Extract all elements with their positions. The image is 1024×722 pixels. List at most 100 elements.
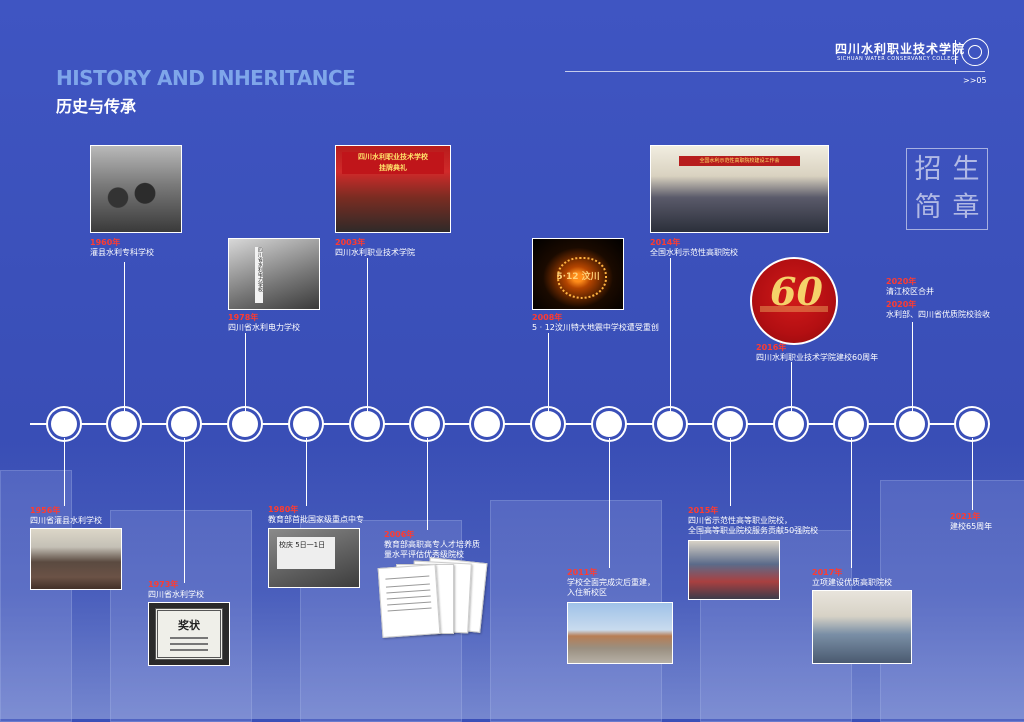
photo-2014: 全国水利示范性高职院校建设工作会 [650, 145, 829, 233]
connector-2015 [730, 438, 731, 506]
stamp-char: 章 [952, 192, 980, 223]
timeline-node-1960 [111, 411, 137, 437]
event-2016: 2016年 四川水利职业技术学院建校60周年 [756, 343, 878, 363]
event-text: 清江校区合并 [886, 287, 934, 296]
event-2014: 2014年 全国水利示范性高职院校 [650, 238, 738, 258]
admissions-stamp: 招 生 简 章 [906, 148, 988, 230]
photo-1978: 四川省水利电力学校 [228, 238, 320, 310]
certificate-title: 奖状 [178, 619, 200, 632]
connector-2008 [548, 333, 549, 412]
event-year: 2011年 [567, 568, 598, 577]
timeline-node-1956 [51, 411, 77, 437]
event-1980: 1980年 教育部首批国家级重点中专 [268, 505, 364, 525]
photo-1956 [30, 528, 122, 590]
event-2017: 2017年 立项建设优质高职院校 [812, 568, 892, 588]
event-year: 1960年 [90, 238, 121, 247]
connector-2016 [791, 362, 792, 412]
event-year: 2016年 [756, 343, 787, 352]
event-text: 水利部、四川省优质院校验收 [886, 310, 990, 319]
event-1978: 1978年 四川省水利电力学校 [228, 313, 300, 333]
event-year: 2014年 [650, 238, 681, 247]
event-1973: 1973年 四川省水利学校 [148, 580, 204, 600]
timeline-node-2017 [838, 411, 864, 437]
event-2008: 2008年 5 · 12汶川特大地震中学校遭受重创 [532, 313, 659, 333]
connector-2011 [609, 438, 610, 568]
stamp-char: 招 [914, 154, 942, 185]
event-year: 2003年 [335, 238, 366, 247]
timeline-node-1980 [293, 411, 319, 437]
photo-1973-certificate: 奖状 [148, 602, 230, 666]
connector-2006 [427, 438, 428, 530]
event-text-line1: 四川省示范性高等职业院校， [688, 516, 792, 525]
event-text: 建校65周年 [950, 522, 993, 531]
photo-2008-text: 5·12 汶川 [556, 272, 600, 282]
connector-1973 [184, 438, 185, 583]
event-text-line2: 全国高等职业院校服务贡献50强院校 [688, 526, 819, 535]
event-year: 2021年 [950, 512, 981, 521]
event-2003: 2003年 四川水利职业技术学院 [335, 238, 415, 258]
anniversary-60-logo: 60 [750, 257, 838, 345]
candle-heart-icon [557, 257, 607, 299]
photo-2003: 四川水利职业技术学校 挂牌典礼 [335, 145, 451, 233]
event-2020-merge: 2020年 清江校区合并 [886, 277, 934, 297]
photo-2008: 5·12 汶川 [532, 238, 624, 310]
event-year: 2015年 [688, 506, 719, 515]
photo-1960 [90, 145, 182, 233]
event-text: 四川省水利学校 [148, 590, 204, 599]
event-1960: 1960年 灌县水利专科学校 [90, 238, 154, 258]
event-text: 全国水利示范性高职院校 [650, 248, 738, 257]
event-text-line2: 入住新校区 [567, 588, 607, 597]
event-text: 四川省水利电力学校 [228, 323, 300, 332]
timeline-node-2014 [657, 411, 683, 437]
event-text-line2: 量水平评估优秀级院校 [384, 550, 464, 559]
section-title-en: HISTORY AND INHERITANCE [56, 66, 356, 90]
event-text-line1: 学校全面完成灾后重建， [567, 578, 655, 587]
timeline-axis [30, 423, 990, 425]
photo-2003-banner-line2: 挂牌典礼 [379, 164, 407, 172]
event-2015: 2015年 四川省示范性高等职业院校， 全国高等职业院校服务贡献50强院校 [688, 506, 818, 536]
photo-2003-banner-line1: 四川水利职业技术学校 [358, 153, 428, 161]
timeline-node-2007 [474, 411, 500, 437]
event-2021: 2021年 建校65周年 [950, 512, 992, 532]
connector-1956 [64, 438, 65, 506]
connector-2014 [670, 258, 671, 412]
event-2020-acceptance: 2020年 水利部、四川省优质院校验收 [886, 300, 990, 320]
connector-1980 [306, 438, 307, 506]
event-year: 1978年 [228, 313, 259, 322]
timeline-node-2003 [354, 411, 380, 437]
timeline-node-2006 [414, 411, 440, 437]
event-text: 教育部首批国家级重点中专 [268, 515, 364, 524]
event-year: 1973年 [148, 580, 179, 589]
event-text: 四川水利职业技术学院建校60周年 [756, 353, 879, 362]
connector-2003 [367, 258, 368, 412]
timeline-node-1973 [171, 411, 197, 437]
timeline-node-2016 [778, 411, 804, 437]
event-2006: 2006年 教育部高职高专人才培养质 量水平评估优秀级院校 [384, 530, 480, 560]
header-rule [565, 71, 985, 72]
anniversary-ribbon [760, 306, 828, 312]
section-title-cn: 历史与传承 [56, 97, 137, 116]
event-year: 2006年 [384, 530, 415, 539]
connector-2020 [912, 322, 913, 412]
photo-2015 [688, 540, 780, 600]
timeline-node-2008 [535, 411, 561, 437]
event-year: 1956年 [30, 506, 61, 515]
event-1956: 1956年 四川省灌县水利学校 [30, 506, 102, 526]
anniversary-number: 60 [770, 269, 823, 314]
photo-2014-banner: 全国水利示范性高职院校建设工作会 [679, 156, 800, 166]
photo-1980: 校庆 5日一1日 [268, 528, 360, 588]
logo-chinese-name: 四川水利职业技术学院 [835, 42, 966, 56]
event-year: 2020年 [886, 300, 917, 309]
photo-2011-campus [567, 602, 673, 664]
connector-1960 [124, 262, 125, 412]
event-year: 2008年 [532, 313, 563, 322]
photo-1978-sign: 四川省水利电力学校 [255, 247, 263, 303]
timeline-node-2015 [717, 411, 743, 437]
event-year: 1980年 [268, 505, 299, 514]
timeline-node-2011 [596, 411, 622, 437]
photo-1980-board: 校庆 5日一1日 [277, 537, 335, 569]
connector-1978 [245, 333, 246, 412]
college-emblem-icon [961, 38, 989, 66]
timeline-node-2020 [899, 411, 925, 437]
photo-2003-banner: 四川水利职业技术学校 挂牌典礼 [342, 152, 444, 174]
